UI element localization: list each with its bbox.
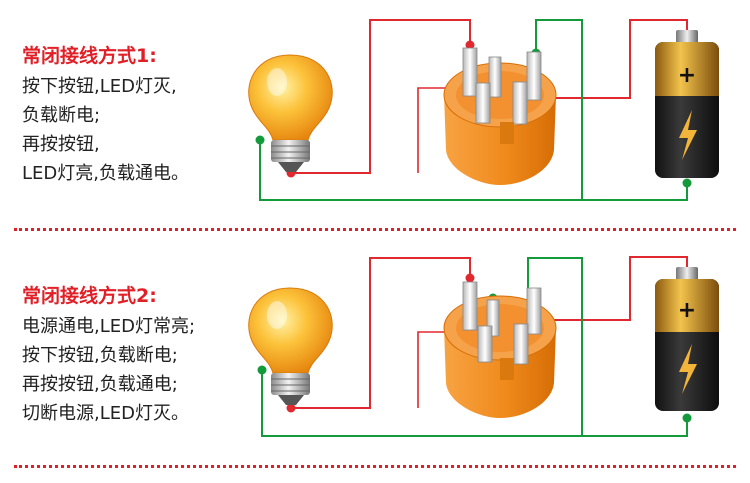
light-bulb-icon: [248, 54, 333, 172]
instruction-line: 再按按钮,: [22, 134, 100, 155]
instruction-line: LED灯亮,负载通电。: [22, 163, 189, 184]
push-button-switch-icon: [443, 47, 557, 185]
battery-icon: +: [655, 267, 719, 411]
light-bulb-icon: [248, 287, 333, 405]
instruction-block-2: 常闭接线方式2: 电源通电,LED灯常亮; 按下按钮,负载断电; 再按按钮,负载…: [22, 284, 195, 428]
instruction-block-1: 常闭接线方式1: 按下按钮,LED灯灭, 负载断电; 再按按钮, LED灯亮,负…: [22, 44, 189, 188]
instruction-line: 按下按钮,负载断电;: [22, 345, 178, 366]
lightning-icon: [679, 344, 697, 394]
lightning-icon: [679, 110, 697, 160]
svg-text:+: +: [678, 298, 696, 323]
svg-text:+: +: [678, 63, 696, 88]
section-divider: [14, 228, 736, 231]
wiring-diagram-2: +: [248, 256, 719, 437]
wiring-section-1: 常闭接线方式1: 按下按钮,LED灯灭, 负载断电; 再按按钮, LED灯亮,负…: [0, 0, 750, 230]
wiring-diagram-1: +: [248, 19, 719, 201]
instruction-line: 按下按钮,LED灯灭,: [22, 76, 177, 97]
section-heading: 常闭接线方式2:: [22, 285, 157, 307]
push-button-switch-icon: [443, 281, 557, 418]
battery-icon: +: [655, 30, 719, 178]
wiring-section-2: 常闭接线方式2: 电源通电,LED灯常亮; 按下按钮,负载断电; 再按按钮,负载…: [0, 240, 750, 470]
section-divider: [14, 465, 736, 468]
instruction-line: 再按按钮,负载通电;: [22, 374, 178, 395]
wires: [255, 19, 692, 201]
instruction-line: 电源通电,LED灯常亮;: [22, 316, 196, 337]
instruction-line: 负载断电;: [22, 105, 101, 126]
instruction-line: 切断电源,LED灯灭。: [22, 403, 189, 424]
section-heading: 常闭接线方式1:: [22, 45, 157, 67]
